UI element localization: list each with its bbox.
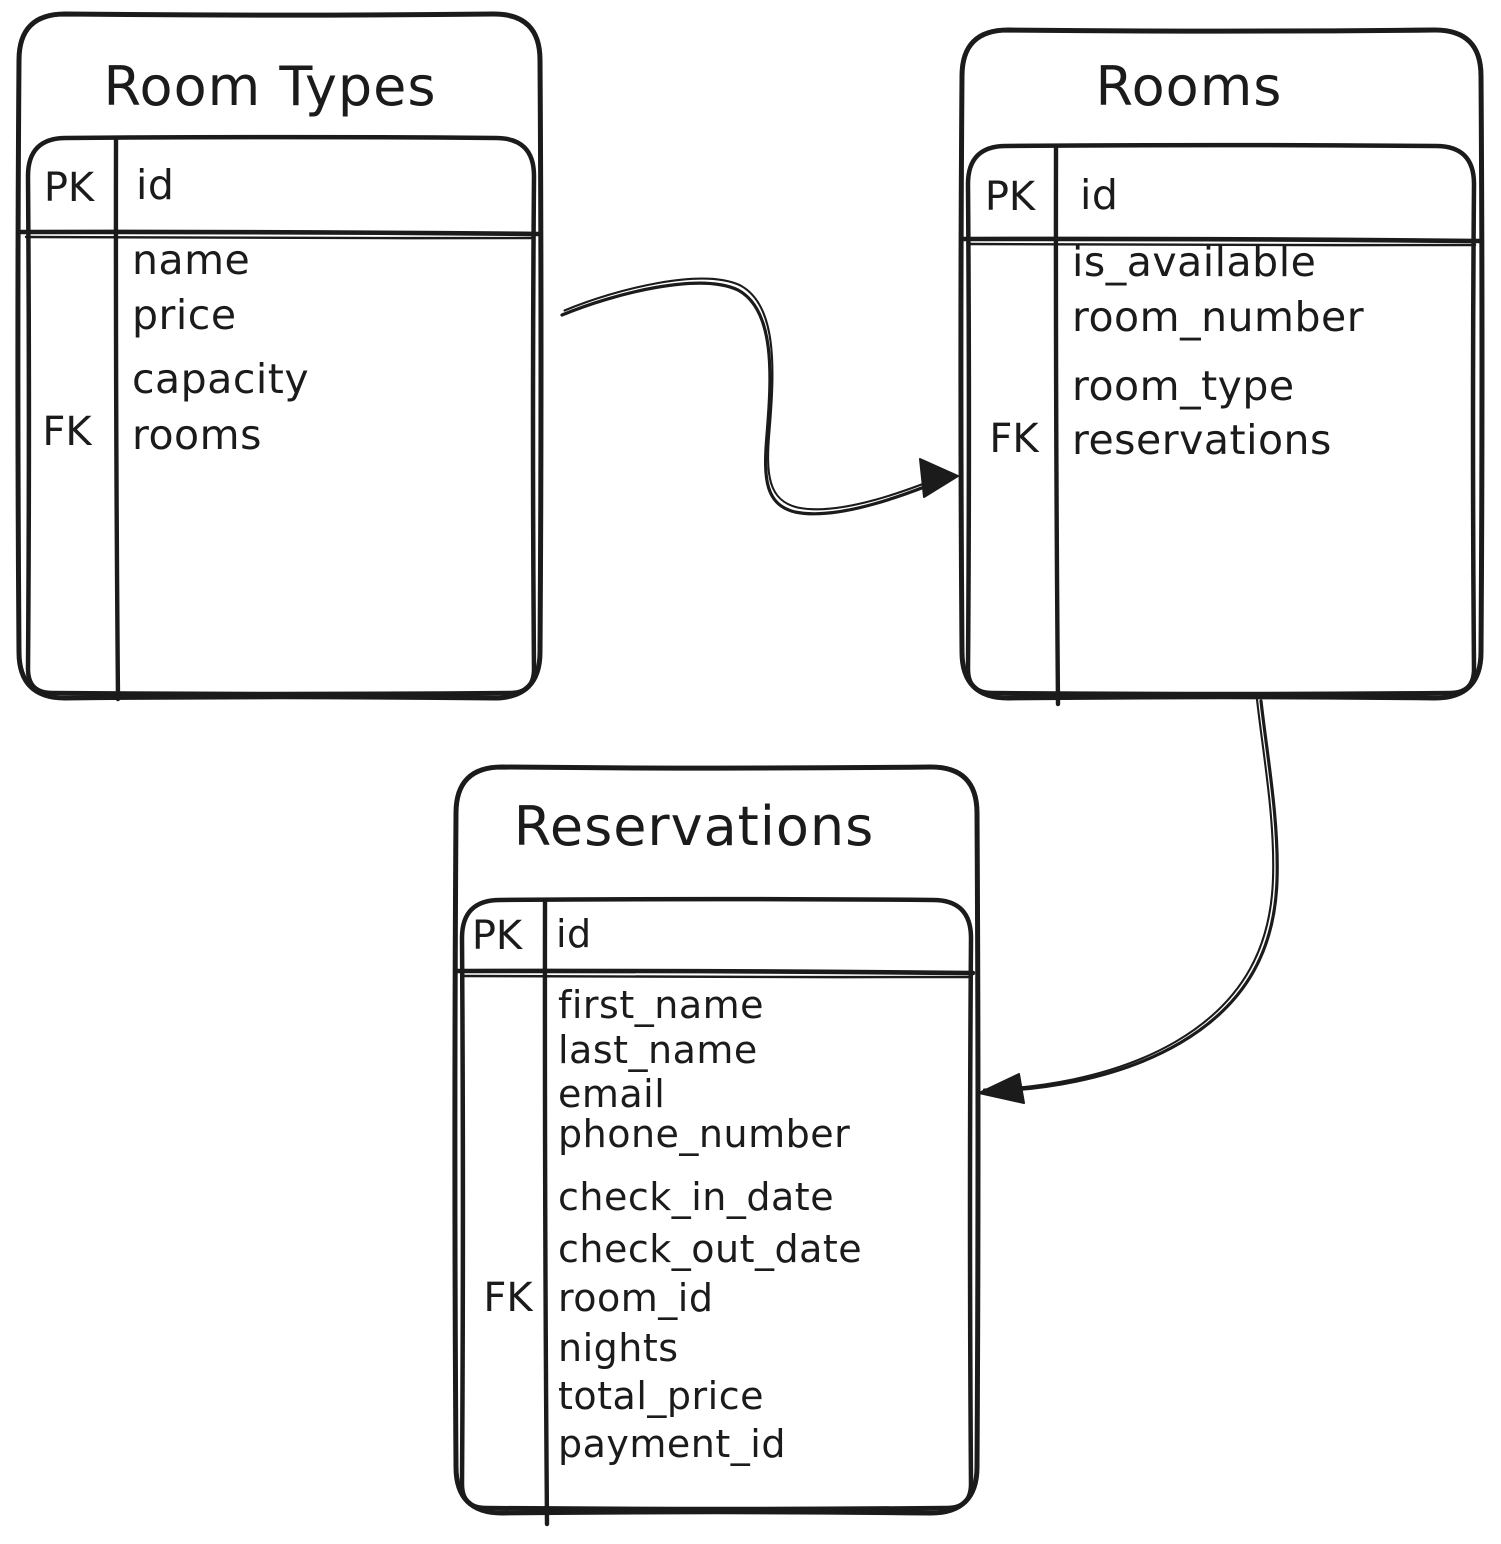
relationship-arrow-room-types-rooms: [560, 281, 949, 516]
table-field: last_name: [558, 1028, 758, 1072]
relationship-arrow-rooms-reservations: [986, 699, 1279, 1093]
table-fields-box-rooms: [965, 142, 1477, 697]
table-title: Rooms: [1095, 55, 1283, 118]
header-divider-overdraw-room-types: [24, 235, 536, 240]
table-field: is_available: [1072, 238, 1317, 286]
pk-label: PK: [984, 174, 1036, 220]
relationship-arrow-overdraw-rooms-reservations: [982, 698, 1275, 1091]
arrowhead-rooms-reservations: [978, 1073, 1025, 1104]
header-divider-rooms: [960, 236, 1483, 244]
table-field: check_in_date: [558, 1175, 835, 1219]
table-title: Reservations: [513, 795, 875, 858]
table-field: capacity: [132, 355, 310, 403]
table-fields-box-room-types: [25, 134, 537, 697]
header-divider-room-types: [17, 229, 542, 237]
pk-label: PK: [471, 913, 523, 959]
table-fields-box-reservations: [459, 896, 974, 1512]
fk-label: FK: [989, 416, 1039, 462]
fk-label: FK: [42, 409, 92, 455]
header-divider-reservations: [454, 968, 976, 976]
table-field: phone_number: [558, 1112, 851, 1156]
table-field: rooms: [132, 411, 262, 459]
table-field: total_price: [558, 1374, 764, 1418]
fk-label: FK: [483, 1275, 533, 1321]
arrowhead-room-types-rooms: [919, 458, 959, 498]
key-column-line-reservations: [542, 899, 550, 1527]
table-field: email: [558, 1072, 666, 1116]
table-field: room_type: [1072, 362, 1295, 410]
key-column-line-room-types: [113, 137, 121, 702]
table-field: check_out_date: [558, 1227, 863, 1271]
table-outline-room-types: [15, 11, 544, 701]
table-title: Room Types: [103, 55, 437, 118]
header-divider-overdraw-reservations: [461, 974, 970, 979]
table-field: reservations: [1072, 416, 1332, 464]
table-field: first_name: [558, 983, 765, 1027]
pk-field: id: [1080, 171, 1119, 219]
pk-label: PK: [43, 165, 95, 211]
table-outline-rooms: [958, 27, 1485, 701]
table-field: price: [132, 291, 237, 339]
table-outline-reservations: [452, 764, 981, 1516]
table-field: name: [132, 236, 251, 284]
pk-field: id: [556, 912, 592, 956]
table-field: room_number: [1072, 293, 1365, 341]
header-divider-overdraw-rooms: [967, 242, 1477, 247]
key-column-line-rooms: [1053, 145, 1061, 707]
table-field: nights: [558, 1326, 679, 1370]
table-field: room_id: [558, 1276, 714, 1320]
table-field: payment_id: [558, 1422, 786, 1466]
pk-field: id: [136, 161, 175, 209]
relationship-arrow-overdraw-room-types-rooms: [563, 277, 951, 511]
